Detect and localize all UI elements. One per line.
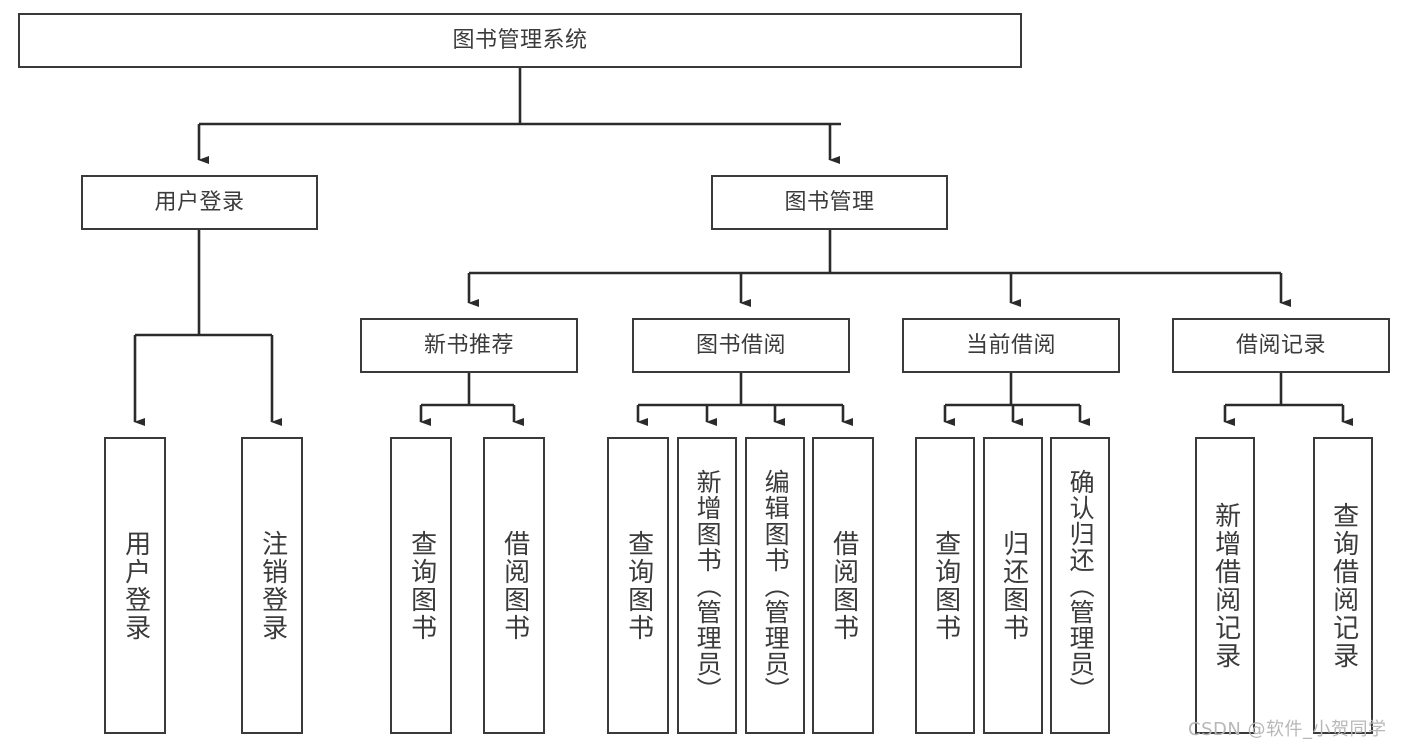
node-leaf-borrow-borrow-book-label: 借阅图书 <box>828 529 859 642</box>
node-book-borrow-label: 图书借阅 <box>695 332 786 358</box>
node-leaf-borrow-borrow-book[interactable]: 借阅图书 <box>812 437 874 734</box>
node-user-login-label: 用户登录 <box>154 189 245 215</box>
node-leaf-user-logout[interactable]: 注销登录 <box>241 437 303 734</box>
node-borrow-record[interactable]: 借阅记录 <box>1172 318 1390 373</box>
node-leaf-cur-query-book[interactable]: 查询图书 <box>915 437 975 734</box>
node-book-manage[interactable]: 图书管理 <box>711 175 948 230</box>
node-leaf-cur-confirm-return[interactable]: 确认归还（管理员） <box>1050 437 1110 734</box>
node-leaf-rec-borrow-book-label: 借阅图书 <box>499 529 530 642</box>
node-new-book-rec-label: 新书推荐 <box>423 332 514 358</box>
node-leaf-rec-borrow-book[interactable]: 借阅图书 <box>483 437 545 734</box>
node-leaf-user-login-label: 用户登录 <box>120 529 151 642</box>
node-leaf-cur-confirm-return-label: 确认归还（管理员） <box>1066 468 1096 703</box>
node-root-label: 图书管理系统 <box>452 27 588 53</box>
node-leaf-borrow-query-book-label: 查询图书 <box>623 529 654 642</box>
node-book-manage-label: 图书管理 <box>784 189 875 215</box>
node-leaf-borrow-add-book-label: 新增图书（管理员） <box>693 468 723 703</box>
node-root[interactable]: 图书管理系统 <box>18 13 1022 68</box>
node-leaf-rec-add-record[interactable]: 新增借阅记录 <box>1195 437 1255 734</box>
node-leaf-cur-query-book-label: 查询图书 <box>930 529 961 642</box>
node-leaf-borrow-edit-book-label: 编辑图书（管理员） <box>761 468 791 703</box>
node-leaf-rec-query-book[interactable]: 查询图书 <box>390 437 452 734</box>
node-leaf-cur-return-book-label: 归还图书 <box>998 529 1029 642</box>
node-leaf-rec-query-book-label: 查询图书 <box>406 529 437 642</box>
node-borrow-record-label: 借阅记录 <box>1235 332 1326 358</box>
node-current-borrow-label: 当前借阅 <box>965 332 1056 358</box>
node-leaf-borrow-query-book[interactable]: 查询图书 <box>607 437 669 734</box>
node-user-login[interactable]: 用户登录 <box>81 175 318 230</box>
node-leaf-rec-query-record-label: 查询借阅记录 <box>1328 501 1359 670</box>
node-leaf-borrow-add-book[interactable]: 新增图书（管理员） <box>677 437 737 734</box>
node-leaf-user-login[interactable]: 用户登录 <box>104 437 166 734</box>
node-leaf-cur-return-book[interactable]: 归还图书 <box>983 437 1043 734</box>
node-leaf-user-logout-label: 注销登录 <box>257 529 288 642</box>
csdn-watermark: CSDN @软件_小贺同学 <box>1188 719 1387 740</box>
node-book-borrow[interactable]: 图书借阅 <box>632 318 850 373</box>
node-current-borrow[interactable]: 当前借阅 <box>902 318 1120 373</box>
node-leaf-rec-query-record[interactable]: 查询借阅记录 <box>1313 437 1373 734</box>
node-new-book-rec[interactable]: 新书推荐 <box>360 318 578 373</box>
node-leaf-borrow-edit-book[interactable]: 编辑图书（管理员） <box>745 437 805 734</box>
node-leaf-rec-add-record-label: 新增借阅记录 <box>1210 501 1241 670</box>
